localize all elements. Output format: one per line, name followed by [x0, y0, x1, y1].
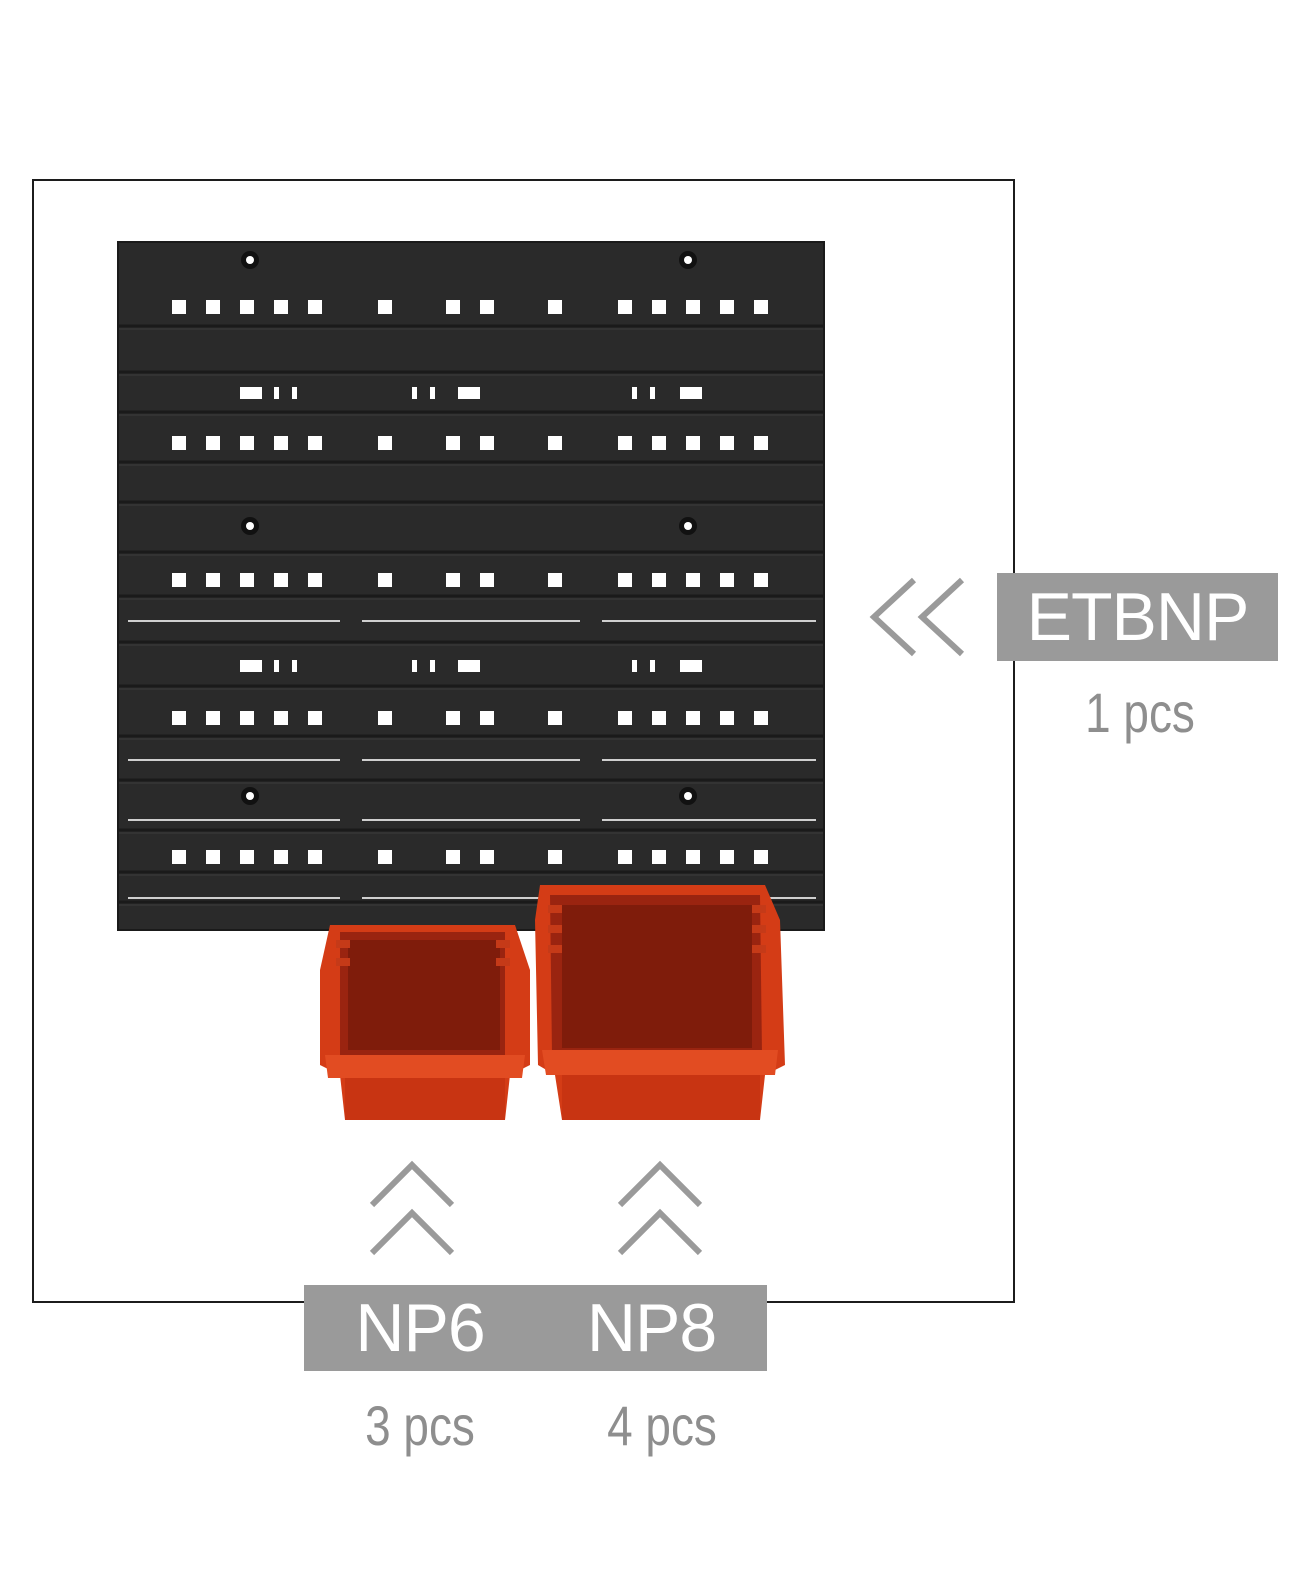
- bin-np6-image: [320, 925, 530, 1120]
- bin-np6-quantity-label: 3 pcs: [365, 1394, 475, 1457]
- double-chevron-left-icon: [869, 577, 965, 657]
- tool-board-image: [117, 241, 825, 931]
- double-chevron-up-icon: [369, 1160, 455, 1256]
- bin-np6-code-label: NP6: [304, 1285, 536, 1371]
- bin-np8-image: [535, 885, 785, 1120]
- board-code-label: ETBNP: [997, 573, 1278, 661]
- bin-np8-quantity-label: 4 pcs: [607, 1394, 717, 1457]
- bins-image: [320, 885, 785, 1120]
- board-quantity-label: 1 pcs: [1085, 681, 1195, 744]
- bin-np8-code-label: NP8: [536, 1285, 767, 1371]
- double-chevron-up-icon: [617, 1160, 703, 1256]
